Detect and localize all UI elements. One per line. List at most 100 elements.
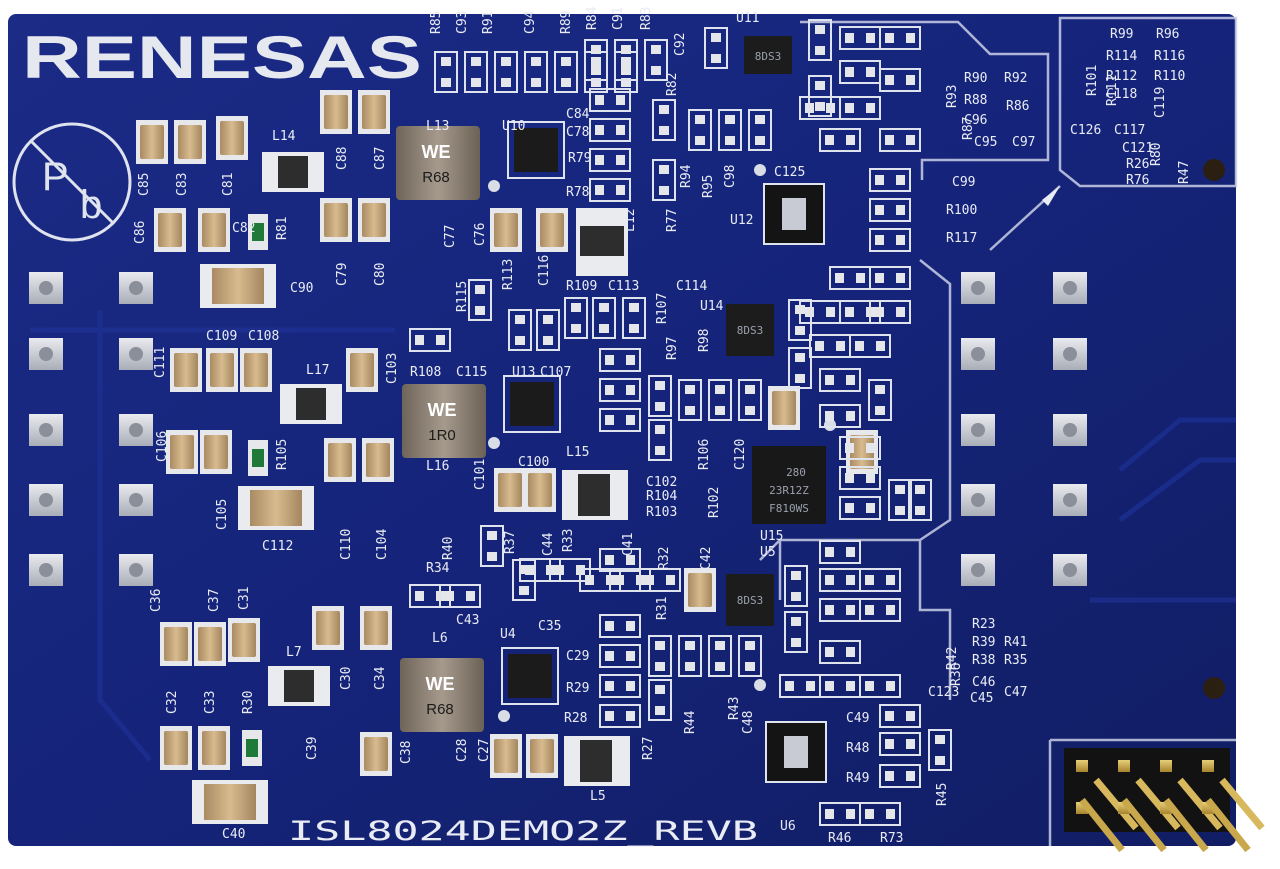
ref-designator: R79 xyxy=(568,151,591,166)
ref-designator: C109 xyxy=(206,329,237,344)
ref-designator: R111 xyxy=(1105,75,1120,106)
ref-designator: L14 xyxy=(272,129,296,144)
ref-designator: L17 xyxy=(306,363,329,378)
ref-designator: R105 xyxy=(275,439,290,470)
ref-designator: U6 xyxy=(780,819,796,834)
ref-designator: C48 xyxy=(741,711,756,734)
ref-designator: U5 xyxy=(760,545,776,560)
ref-designator: C93 xyxy=(455,11,470,34)
ref-designator: C43 xyxy=(456,613,479,628)
ref-designator: R78 xyxy=(566,185,589,200)
ref-designator: U10 xyxy=(502,119,525,134)
ref-designator: R47 xyxy=(1177,161,1192,184)
ref-designator: R91 xyxy=(481,11,496,34)
ref-designator: R40 xyxy=(441,537,456,560)
pb-free-symbol: P b xyxy=(12,122,132,242)
ref-designator: C113 xyxy=(608,279,639,294)
ic-u15: 280 23R12Z F810WS xyxy=(752,446,826,524)
ref-designator: C88 xyxy=(335,147,350,170)
small-inductors xyxy=(262,152,630,786)
ref-designator: R100 xyxy=(946,203,977,218)
ref-designator: R90 xyxy=(964,71,987,86)
ref-designator: R73 xyxy=(880,831,903,846)
copper-traces xyxy=(30,310,1236,762)
ref-designator: L16 xyxy=(426,459,449,474)
ref-designator: C87 xyxy=(373,147,388,170)
ref-designator: R113 xyxy=(501,259,516,290)
svg-text:R68: R68 xyxy=(422,169,450,186)
ref-designator: C76 xyxy=(473,223,488,246)
ref-designator: L13 xyxy=(426,119,449,134)
ref-designator: C82 xyxy=(232,221,255,236)
ref-designator: R106 xyxy=(697,439,712,470)
ref-designator: R92 xyxy=(1004,71,1027,86)
ref-designator: R44 xyxy=(683,710,698,734)
ref-designator: C120 xyxy=(733,439,748,470)
ref-designator: C33 xyxy=(203,691,218,714)
ref-designator: R26 xyxy=(1126,157,1149,172)
ref-designator: R77 xyxy=(665,209,680,232)
ref-designator: C123 xyxy=(928,685,959,700)
ref-designator: C114 xyxy=(676,279,707,294)
edge-connector-pads xyxy=(29,272,1087,586)
ref-designator: C29 xyxy=(566,649,589,664)
ref-designator: R96 xyxy=(1156,27,1179,42)
ref-designator: L5 xyxy=(590,789,606,804)
ref-designator: R39 xyxy=(972,635,995,650)
ref-designator: L6 xyxy=(432,631,448,646)
ref-designator: L15 xyxy=(566,445,589,460)
ref-designator: C110 xyxy=(339,529,354,560)
ref-designator: R94 xyxy=(679,164,694,188)
ref-designator: C78 xyxy=(566,125,589,140)
ref-designator: R85 xyxy=(429,11,444,34)
ref-designator: R84 xyxy=(585,6,600,30)
inductor-l6: WE R68 xyxy=(400,658,484,732)
ref-designator: C79 xyxy=(335,263,350,286)
ref-designator: U12 xyxy=(730,213,753,228)
svg-text:b: b xyxy=(80,183,102,227)
ref-designator: C92 xyxy=(673,33,688,56)
arrow-marker xyxy=(1042,186,1060,206)
ref-designator: C97 xyxy=(1012,135,1035,150)
ref-designator: C80 xyxy=(373,263,388,286)
ref-designator: C119 xyxy=(1153,87,1168,118)
ref-designator: R31 xyxy=(655,597,670,620)
ref-designator: R107 xyxy=(655,293,670,324)
bulk-capacitors xyxy=(192,264,314,824)
ref-designator: R34 xyxy=(426,561,450,576)
ref-designator: R102 xyxy=(707,487,722,518)
ref-designator: R83 xyxy=(639,7,654,30)
ref-designator: C111 xyxy=(153,347,168,378)
ref-designator: L12 xyxy=(623,209,638,232)
ref-designator: C77 xyxy=(443,225,458,248)
svg-text:8DS3: 8DS3 xyxy=(737,594,764,607)
svg-text:F810WS: F810WS xyxy=(769,502,809,515)
ref-designator: C42 xyxy=(699,547,714,570)
ref-designator: R112 xyxy=(1106,69,1137,84)
ref-designator: R38 xyxy=(972,653,995,668)
ref-designator: R115 xyxy=(455,281,470,312)
svg-text:WE: WE xyxy=(428,400,457,420)
ref-designator: R101 xyxy=(1085,65,1100,96)
ref-designator: R76 xyxy=(1126,173,1149,188)
board-name: ISL8024DEMO2Z_REVB xyxy=(288,816,758,847)
ref-designator: R89 xyxy=(559,11,574,34)
ref-designator: C99 xyxy=(952,175,975,190)
svg-text:WE: WE xyxy=(422,142,451,162)
svg-text:23R12Z: 23R12Z xyxy=(769,484,809,497)
ref-designator: C35 xyxy=(538,619,561,634)
ref-designator: C103 xyxy=(385,353,400,384)
ref-designator: C125 xyxy=(774,165,805,180)
ic-u5: 8DS3 xyxy=(726,574,774,626)
ref-designator: R42 xyxy=(945,647,960,670)
ref-designator: C85 xyxy=(137,173,152,196)
ref-designator: C117 xyxy=(1114,123,1145,138)
svg-text:P: P xyxy=(42,155,69,199)
ref-designator: R35 xyxy=(1004,653,1027,668)
ref-designator: R48 xyxy=(846,741,869,756)
ref-designator: C39 xyxy=(305,737,320,760)
ic-u11: 8DS3 xyxy=(744,36,792,74)
pin-header xyxy=(1064,748,1265,853)
